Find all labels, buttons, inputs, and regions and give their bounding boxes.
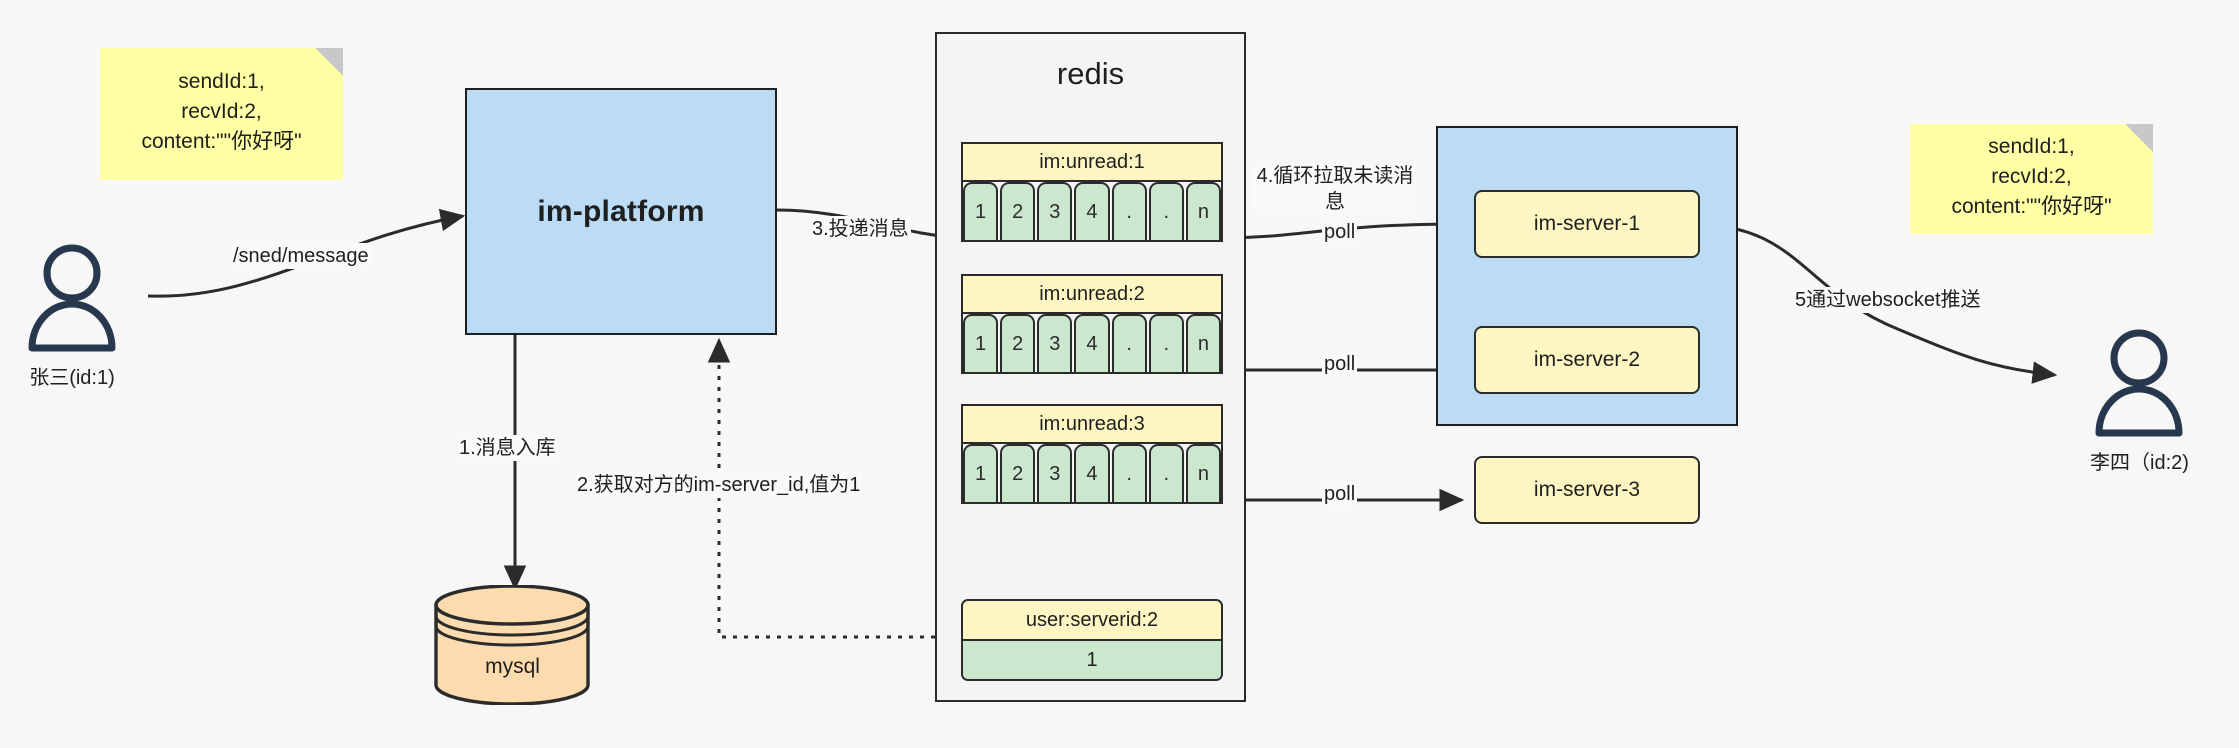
actor-sender-label: 张三(id:1) xyxy=(29,367,115,389)
database-cylinder-icon xyxy=(434,584,590,706)
redis-kv-key: user:serverid:2 xyxy=(963,601,1221,641)
redis-title: redis xyxy=(1056,56,1125,91)
edge-label-step3: 3.投递消息 xyxy=(810,216,911,242)
edge-label-step4-line2: 息 xyxy=(1325,191,1345,213)
redis-list-cells: 1 2 3 4 . . n xyxy=(963,182,1221,240)
redis-list-unread-1[interactable]: im:unread:1 1 2 3 4 . . n xyxy=(961,142,1223,242)
message-note-right: sendId:1, recvId:2, content:""你好呀" xyxy=(1910,124,2153,234)
mysql-database[interactable]: mysql xyxy=(430,584,595,706)
note-fold-corner xyxy=(315,48,343,76)
message-note-left: sendId:1, recvId:2, content:""你好呀" xyxy=(100,48,343,180)
redis-kv-user-serverid[interactable]: user:serverid:2 1 xyxy=(961,599,1223,681)
edge-label-step2: 2.获取对方的im-server_id,值为1 xyxy=(575,472,863,498)
redis-list-unread-3[interactable]: im:unread:3 1 2 3 4 . . n xyxy=(961,404,1223,504)
redis-list-key: im:unread:2 xyxy=(963,276,1221,314)
im-platform-box[interactable]: im-platform xyxy=(465,88,777,335)
redis-cell: . xyxy=(1111,444,1147,502)
note-line: recvId:2, xyxy=(1991,165,2072,188)
im-server-1-label: im-server-1 xyxy=(1533,212,1641,235)
im-platform-label: im-platform xyxy=(537,194,705,228)
im-server-2-node[interactable]: im-server-2 xyxy=(1474,326,1700,394)
redis-cell: 1 xyxy=(963,314,999,372)
redis-cell: 2 xyxy=(1000,182,1036,240)
redis-cell: . xyxy=(1148,444,1184,502)
redis-kv-value: 1 xyxy=(963,641,1221,679)
note-line: content:""你好呀" xyxy=(141,130,302,153)
redis-cell: 2 xyxy=(1000,314,1036,372)
im-server-3-label: im-server-3 xyxy=(1533,478,1641,501)
redis-list-cells: 1 2 3 4 . . n xyxy=(963,314,1221,372)
redis-cell: 1 xyxy=(963,182,999,240)
note-line: content:""你好呀" xyxy=(1951,195,2112,218)
edge-label-poll-2: poll xyxy=(1322,351,1358,377)
im-server-3-node[interactable]: im-server-3 xyxy=(1474,456,1700,524)
redis-cell: n xyxy=(1185,314,1221,372)
actor-receiver-label: 李四（id:2) xyxy=(2090,452,2189,474)
actor-sender: 张三(id:1) xyxy=(24,243,120,390)
user-icon xyxy=(2095,329,2183,437)
mysql-label: mysql xyxy=(485,655,540,678)
redis-cell: 4 xyxy=(1074,182,1110,240)
edge-label-step5: 5通过websocket推送 xyxy=(1793,287,1983,313)
redis-cell: 1 xyxy=(963,444,999,502)
note-fold-corner xyxy=(2125,124,2153,152)
redis-cell: 3 xyxy=(1037,314,1073,372)
redis-cell: . xyxy=(1111,314,1147,372)
redis-cell: 4 xyxy=(1074,444,1110,502)
redis-cell: 3 xyxy=(1037,182,1073,240)
note-line: recvId:2, xyxy=(181,100,262,123)
edge-label-step1: 1.消息入库 xyxy=(457,435,558,461)
note-line: sendId:1, xyxy=(178,70,265,93)
actor-receiver: 李四（id:2) xyxy=(2090,328,2189,475)
edge-label-step4: 4.循环拉取未读消息 xyxy=(1253,163,1417,215)
edge-label-poll-3: poll xyxy=(1322,481,1358,507)
user-icon xyxy=(28,244,116,352)
redis-cell: 4 xyxy=(1074,314,1110,372)
redis-list-cells: 1 2 3 4 . . n xyxy=(963,444,1221,502)
im-server-2-label: im-server-2 xyxy=(1533,348,1641,371)
redis-cell: . xyxy=(1111,182,1147,240)
redis-cell: . xyxy=(1148,182,1184,240)
redis-list-key: im:unread:3 xyxy=(963,406,1221,444)
edge-label-send-message: /sned/message xyxy=(231,243,371,269)
im-server-1-node[interactable]: im-server-1 xyxy=(1474,190,1700,258)
redis-cell: 3 xyxy=(1037,444,1073,502)
edge-label-step4-line1: 4.循环拉取未读消 xyxy=(1256,165,1414,187)
note-line: sendId:1, xyxy=(1988,135,2075,158)
redis-container: redis im:unread:1 1 2 3 4 . . n im:unrea… xyxy=(935,32,1246,702)
redis-cell: . xyxy=(1148,314,1184,372)
redis-cell: n xyxy=(1185,182,1221,240)
edge-label-poll-1: poll xyxy=(1322,219,1358,245)
redis-list-unread-2[interactable]: im:unread:2 1 2 3 4 . . n xyxy=(961,274,1223,374)
redis-cell: 2 xyxy=(1000,444,1036,502)
redis-cell: n xyxy=(1185,444,1221,502)
redis-list-key: im:unread:1 xyxy=(963,144,1221,182)
